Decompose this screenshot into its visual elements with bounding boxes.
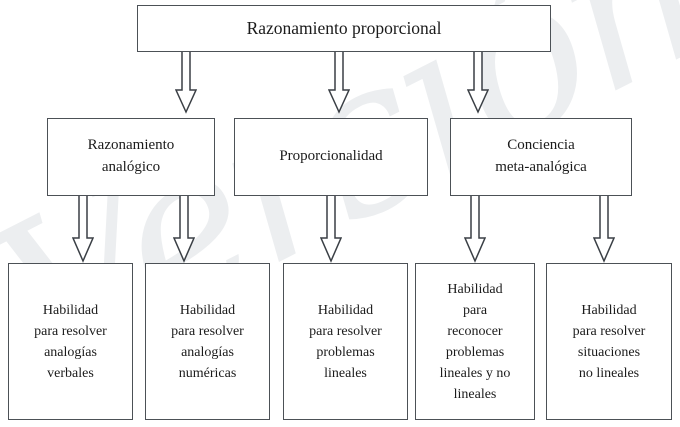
node-conciencia-meta-analogica: Conciencia meta-analógica: [450, 118, 632, 196]
arrow-conciencia-to-reconocer-problemas: [464, 196, 486, 263]
arrow-razonamiento-analogico-to-analogias-verbales: [72, 196, 94, 263]
node-habilidad-problemas-lineales: Habilidad para resolver problemas lineal…: [283, 263, 408, 420]
node-label: Habilidad para resolver analogías verbal…: [34, 302, 107, 381]
arrow-proporcionalidad-to-problemas-lineales: [320, 196, 342, 263]
node-habilidad-analogias-verbales: Habilidad para resolver analogías verbal…: [8, 263, 133, 420]
arrow-razonamiento-analogico-to-analogias-numericas: [173, 196, 195, 263]
arrow-root-to-proporcionalidad: [328, 52, 350, 114]
node-label: Habilidad para resolver analogías numéri…: [171, 302, 244, 381]
node-label: Habilidad para resolver situaciones no l…: [572, 302, 646, 381]
node-root-razonamiento-proporcional: Razonamiento proporcional: [137, 5, 551, 52]
node-habilidad-reconocer-problemas-lineales-y-no-lineales: Habilidad para reconocer problemas linea…: [415, 263, 535, 420]
node-razonamiento-analogico: Razonamiento analógico: [47, 118, 215, 196]
arrow-root-to-razonamiento-analogico: [175, 52, 197, 114]
node-habilidad-situaciones-no-lineales: Habilidad para resolver situaciones no l…: [546, 263, 672, 420]
node-label: Razonamiento analógico: [87, 137, 175, 175]
node-label: Razonamiento proporcional: [246, 17, 442, 38]
arrow-conciencia-to-situaciones-no-lineales: [593, 196, 615, 263]
node-label: Proporcionalidad: [279, 148, 383, 165]
node-label: Conciencia meta-analógica: [495, 137, 587, 175]
node-label: Habilidad para reconocer problemas linea…: [439, 281, 511, 402]
node-proporcionalidad: Proporcionalidad: [234, 118, 428, 196]
node-label: Habilidad para resolver problemas lineal…: [309, 302, 382, 381]
arrow-root-to-conciencia-meta-analogica: [467, 52, 489, 114]
node-habilidad-analogias-numericas: Habilidad para resolver analogías numéri…: [145, 263, 270, 420]
